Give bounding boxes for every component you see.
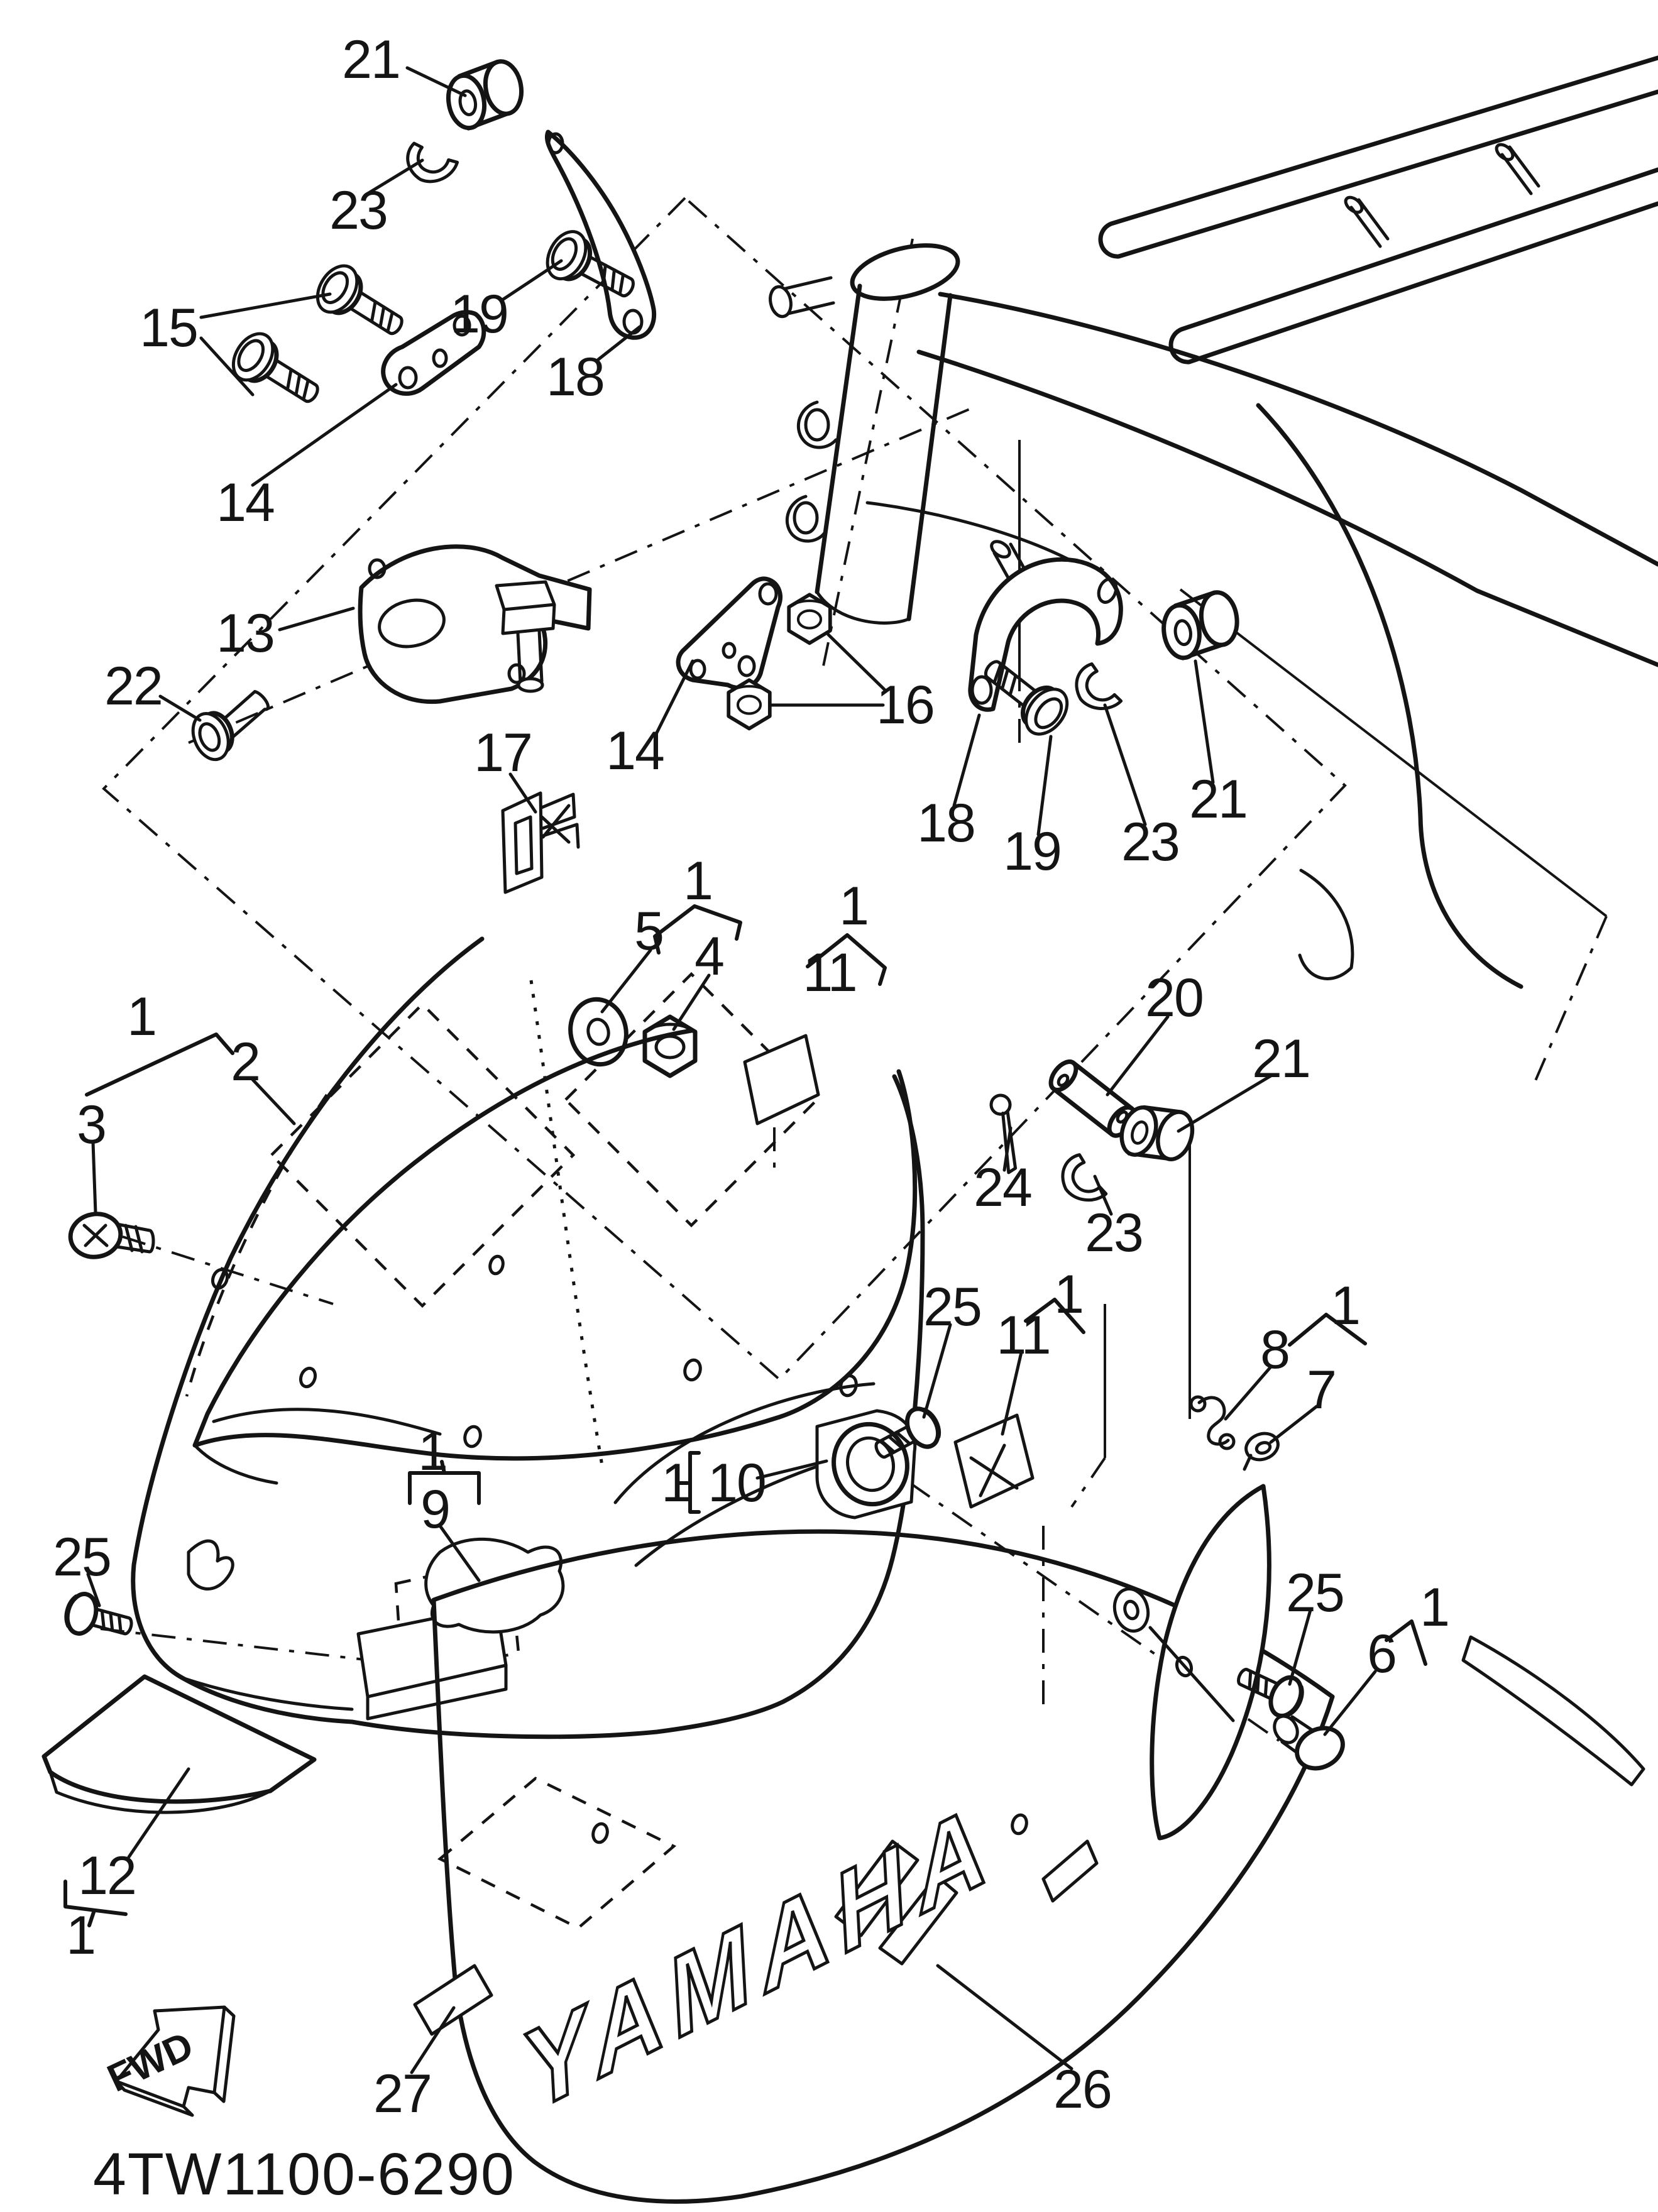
part-label-24: 24 [974,1158,1033,1218]
part-label-19: 19 [1003,821,1062,882]
trim-strip [1461,1635,1645,1787]
rivet-6 [1273,1714,1345,1771]
part-label-26: 26 [1053,2059,1112,2120]
part-label-19: 19 [450,284,509,344]
collar-21-right [1160,590,1241,660]
part-label-23: 23 [1085,1203,1144,1263]
nut-16-a [789,594,830,643]
fwd-arrow: FWD [101,2005,236,2117]
clip-23-right [1073,662,1126,712]
inner-panel-12 [41,1674,317,1804]
part-label-21: 21 [1252,1029,1311,1089]
center-hardware-group [501,557,1241,1125]
part-label-27: 27 [373,2064,432,2124]
emblem-27 [413,1964,493,2036]
yamaha-decal-text: YAMAHA [512,1779,1006,2135]
collar-21-top [443,58,527,131]
part-label-25: 25 [923,1277,982,1337]
cowl-vent-slot-a [834,1839,920,1937]
leader-lines [86,66,1377,2074]
plate-11-right [953,1413,1035,1509]
cotter-pin-24 [989,1093,1018,1174]
part-label-1: 1 [661,1453,691,1513]
part-label-13: 13 [216,603,275,664]
part-label-6: 6 [1367,1624,1397,1684]
seal-9 [424,1537,565,1634]
stay-bracket-13 [358,544,592,704]
grommet-7 [1243,1432,1280,1471]
part-label-1: 1 [66,1905,96,1966]
nut-4 [645,1017,695,1076]
pin-collar-group [989,1059,1198,1205]
part-label-7: 7 [1307,1360,1337,1420]
part-label-2: 2 [231,1032,261,1092]
windscreen-2 [192,1028,918,1485]
clip-23-top [403,133,461,188]
frame-outline [769,55,1658,989]
part-label-14: 14 [606,721,665,781]
part-label-15: 15 [140,298,199,358]
bolt-15-b [226,327,329,417]
left-lower-group: FWD [41,1212,317,2117]
push-rivet-22 [186,689,280,765]
part-label-1: 1 [418,1421,448,1482]
bolt-15-a [310,259,414,349]
part-label-5: 5 [634,901,664,961]
part-label-23: 23 [329,180,388,241]
screw-3 [68,1212,155,1259]
part-label-25: 25 [1286,1563,1345,1623]
part-label-3: 3 [77,1095,107,1155]
part-label-12: 12 [78,1846,137,1906]
part-label-1: 1 [839,876,869,936]
part-label-20: 20 [1145,968,1204,1028]
part-label-17: 17 [474,723,533,783]
part-label-11: 11 [996,1305,1051,1366]
part-label-8: 8 [1260,1320,1290,1380]
part-label-10: 10 [708,1453,767,1513]
part-label-16: 16 [876,675,935,735]
damper-clip-17 [501,791,544,894]
part-label-22: 22 [104,656,163,716]
group-brackets [63,904,1427,1927]
part-label-9: 9 [420,1479,451,1540]
part-label-23: 23 [1121,812,1180,872]
lower-right-group [1112,1395,1645,1841]
part-label-18: 18 [546,347,605,407]
part-label-1: 1 [683,851,713,911]
part-label-4: 4 [694,926,725,987]
hook-stay-18-right [968,557,1123,712]
part-label-21: 21 [1189,769,1248,830]
wire-clip-8 [1189,1395,1236,1450]
cowl-vent-hook [187,1539,234,1591]
part-label-1: 1 [1420,1577,1450,1638]
cowl-vent-slot-b [878,1874,958,1966]
part-label-18: 18 [917,793,976,853]
diagram-code: 4TW1100-6290 [93,2141,515,2208]
part-label-21: 21 [342,30,401,90]
part-label-1: 1 [1331,1276,1361,1336]
air-duct-group [356,1403,1035,1721]
upper-stay-group [186,58,657,765]
part-label-25: 25 [53,1527,112,1587]
nut-16-b [728,680,770,728]
part-label-14: 14 [216,473,275,533]
bracket-14-center [676,576,782,691]
part-label-1: 1 [127,987,157,1047]
screw-25-left [62,1591,136,1646]
side-fin [1150,1484,1271,1841]
part-label-11: 11 [803,943,857,1003]
plate-11-center [743,1034,820,1125]
stay-18-top [545,129,657,340]
part-label-1: 1 [1054,1264,1084,1325]
